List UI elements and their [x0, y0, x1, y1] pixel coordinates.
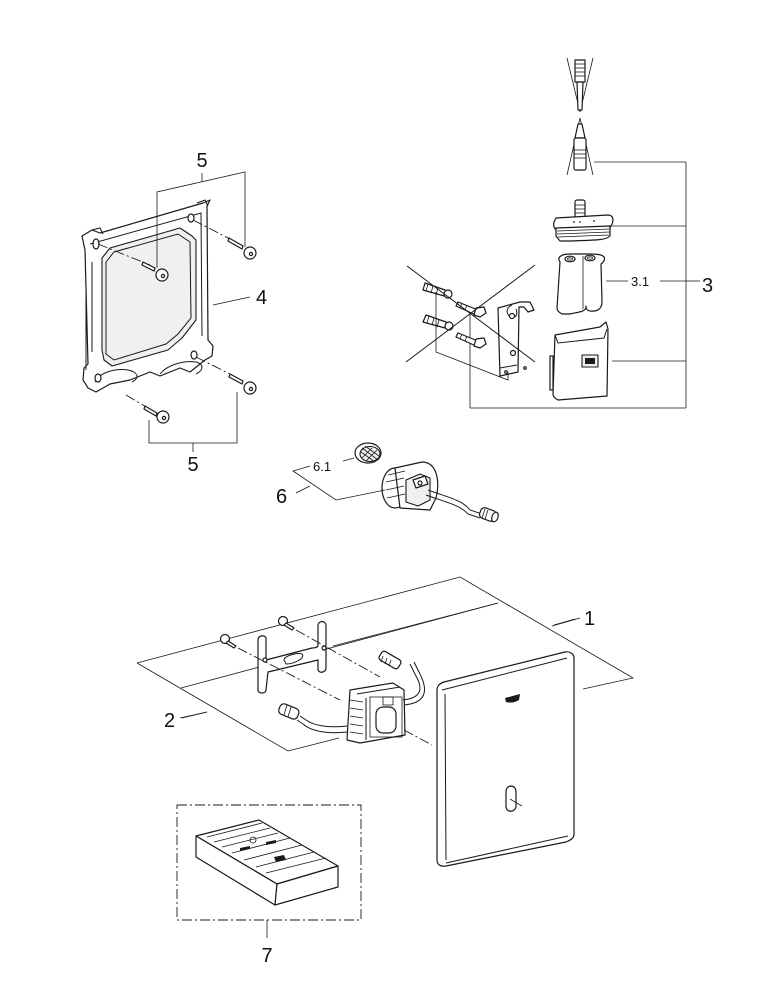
mounting-plate	[257, 620, 327, 694]
frame-screws	[97, 219, 257, 424]
battery-cable-connector	[566, 57, 594, 176]
cover-plate	[436, 651, 575, 867]
callout-5-bottom: 5	[187, 454, 198, 476]
leader-1	[551, 617, 581, 627]
battery-box-housing	[549, 321, 609, 401]
callout-5-top: 5	[196, 150, 207, 172]
battery-lid	[553, 199, 614, 242]
leader-4	[212, 296, 251, 306]
leader-5-top	[156, 171, 246, 268]
callout-7: 7	[261, 945, 272, 967]
battery	[556, 253, 606, 315]
leader-2	[179, 711, 208, 719]
callout-2: 2	[164, 710, 175, 732]
battery-wall-bracket	[497, 301, 535, 377]
remote-control	[195, 819, 339, 906]
leader-5-bottom	[148, 392, 238, 452]
callout-6-1: 6.1	[313, 459, 331, 474]
callout-4: 4	[256, 287, 267, 309]
mounting-frame	[81, 199, 214, 393]
solenoid-valve	[381, 461, 499, 523]
remote-control-box	[176, 804, 362, 921]
mounting-plate-screws	[219, 615, 381, 701]
callout-3: 3	[702, 275, 713, 297]
not-included-cross	[405, 264, 536, 363]
electronic-module	[278, 650, 433, 746]
callout-6: 6	[276, 486, 287, 508]
callout-3-1: 3.1	[631, 274, 649, 289]
callout-1: 1	[584, 608, 595, 630]
assembly-plane-lines	[136, 576, 635, 752]
leader-6	[292, 457, 386, 501]
filter-screen	[354, 442, 382, 464]
wall-anchors-and-screws	[422, 282, 509, 381]
leader-3-bracket	[469, 161, 700, 409]
